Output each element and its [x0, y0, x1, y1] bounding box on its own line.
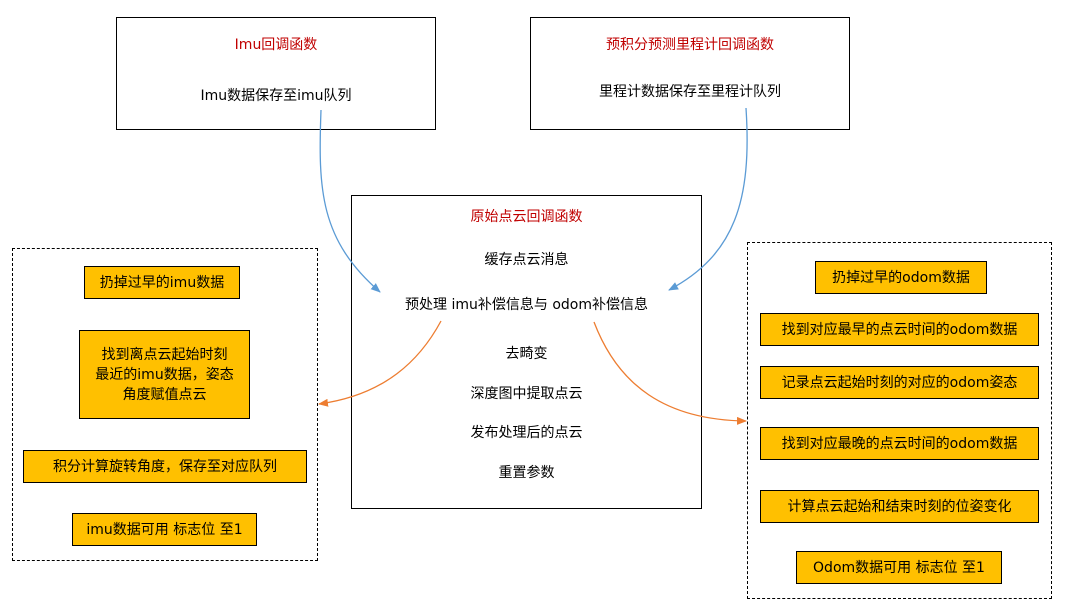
imu-step-drop-early: 扔掉过早的imu数据	[84, 266, 240, 299]
odom-callback-title: 预积分预测里程计回调函数	[606, 37, 774, 53]
cloud-to-odom-arrow	[593, 321, 747, 425]
imu-to-cloud-arrow	[319, 109, 381, 293]
cloud-callback-title: 原始点云回调函数	[470, 209, 583, 225]
odom-step-find-latest: 找到对应最晚的点云时间的odom数据	[760, 427, 1039, 460]
cloud-step-publish: 发布处理后的点云	[470, 425, 583, 441]
imu-step-integrate: 积分计算旋转角度，保存至对应队列	[23, 450, 307, 483]
odom-step-record-pose: 记录点云起始时刻的对应的odom姿态	[760, 366, 1039, 399]
odom-step-drop-early: 扔掉过早的odom数据	[815, 261, 987, 294]
odom-step-find-earliest: 找到对应最早的点云时间的odom数据	[760, 313, 1039, 346]
cloud-step-deskew: 去畸变	[505, 346, 548, 362]
odom-step-flag: Odom数据可用 标志位 至1	[796, 551, 1002, 584]
imu-callback-title: Imu回调函数	[234, 37, 318, 53]
odom-callback-text: 里程计数据保存至里程计队列	[599, 84, 781, 100]
imu-detail-group	[12, 248, 318, 561]
imu-step-flag: imu数据可用 标志位 至1	[72, 513, 257, 546]
odom-to-cloud-arrow	[668, 107, 748, 291]
imu-step-find-nearest: 找到离点云起始时刻 最近的imu数据，姿态 角度赋值点云	[79, 330, 250, 419]
cloud-step-reset: 重置参数	[498, 465, 555, 481]
cloud-step-cache: 缓存点云消息	[484, 252, 569, 268]
cloud-to-imu-arrow	[318, 320, 442, 407]
odom-callback-box: 预积分预测里程计回调函数 里程计数据保存至里程计队列	[530, 17, 850, 130]
odom-detail-group	[747, 242, 1052, 599]
imu-callback-text: Imu数据保存至imu队列	[200, 88, 352, 104]
cloud-step-preprocess: 预处理 imu补偿信息与 odom补偿信息	[405, 297, 648, 313]
imu-callback-box: Imu回调函数 Imu数据保存至imu队列	[116, 17, 436, 130]
cloud-callback-box: 原始点云回调函数 缓存点云消息 预处理 imu补偿信息与 odom补偿信息 去畸…	[351, 195, 702, 509]
odom-step-pose-change: 计算点云起始和结束时刻的位姿变化	[760, 490, 1039, 523]
cloud-step-extract: 深度图中提取点云	[470, 386, 583, 402]
